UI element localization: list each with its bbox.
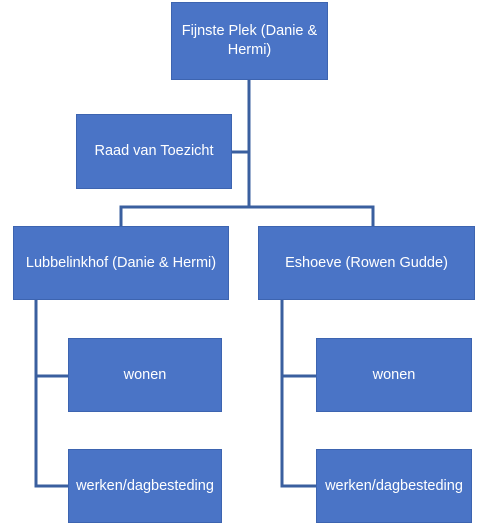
child-node-lubbelinkhof-werken: werken/dagbesteding bbox=[68, 449, 222, 523]
branch-node-label: Lubbelinkhof (Danie & Hermi) bbox=[25, 254, 217, 271]
branch-node-label: Eshoeve (Rowen Gudde) bbox=[285, 254, 448, 271]
child-node-label: werken/dagbesteding bbox=[76, 477, 214, 494]
root-node: Fijnste Plek (Danie & Hermi) bbox=[171, 2, 328, 80]
child-node-lubbelinkhof-wonen: wonen bbox=[68, 338, 222, 412]
assistant-node-label: Raad van Toezicht bbox=[94, 143, 214, 159]
child-node-eshoeve-wonen: wonen bbox=[316, 338, 472, 412]
child-node-label: werken/dagbesteding bbox=[325, 477, 463, 494]
child-node-eshoeve-werken: werken/dagbesteding bbox=[316, 449, 472, 523]
assistant-node: Raad van Toezicht bbox=[76, 114, 232, 189]
child-node-label: wonen bbox=[123, 366, 167, 383]
root-node-label: Fijnste Plek (Danie & Hermi) bbox=[181, 23, 318, 58]
branch-node-eshoeve: Eshoeve (Rowen Gudde) bbox=[258, 226, 475, 300]
child-node-label: wonen bbox=[372, 366, 416, 383]
branch-node-lubbelinkhof: Lubbelinkhof (Danie & Hermi) bbox=[13, 226, 229, 300]
